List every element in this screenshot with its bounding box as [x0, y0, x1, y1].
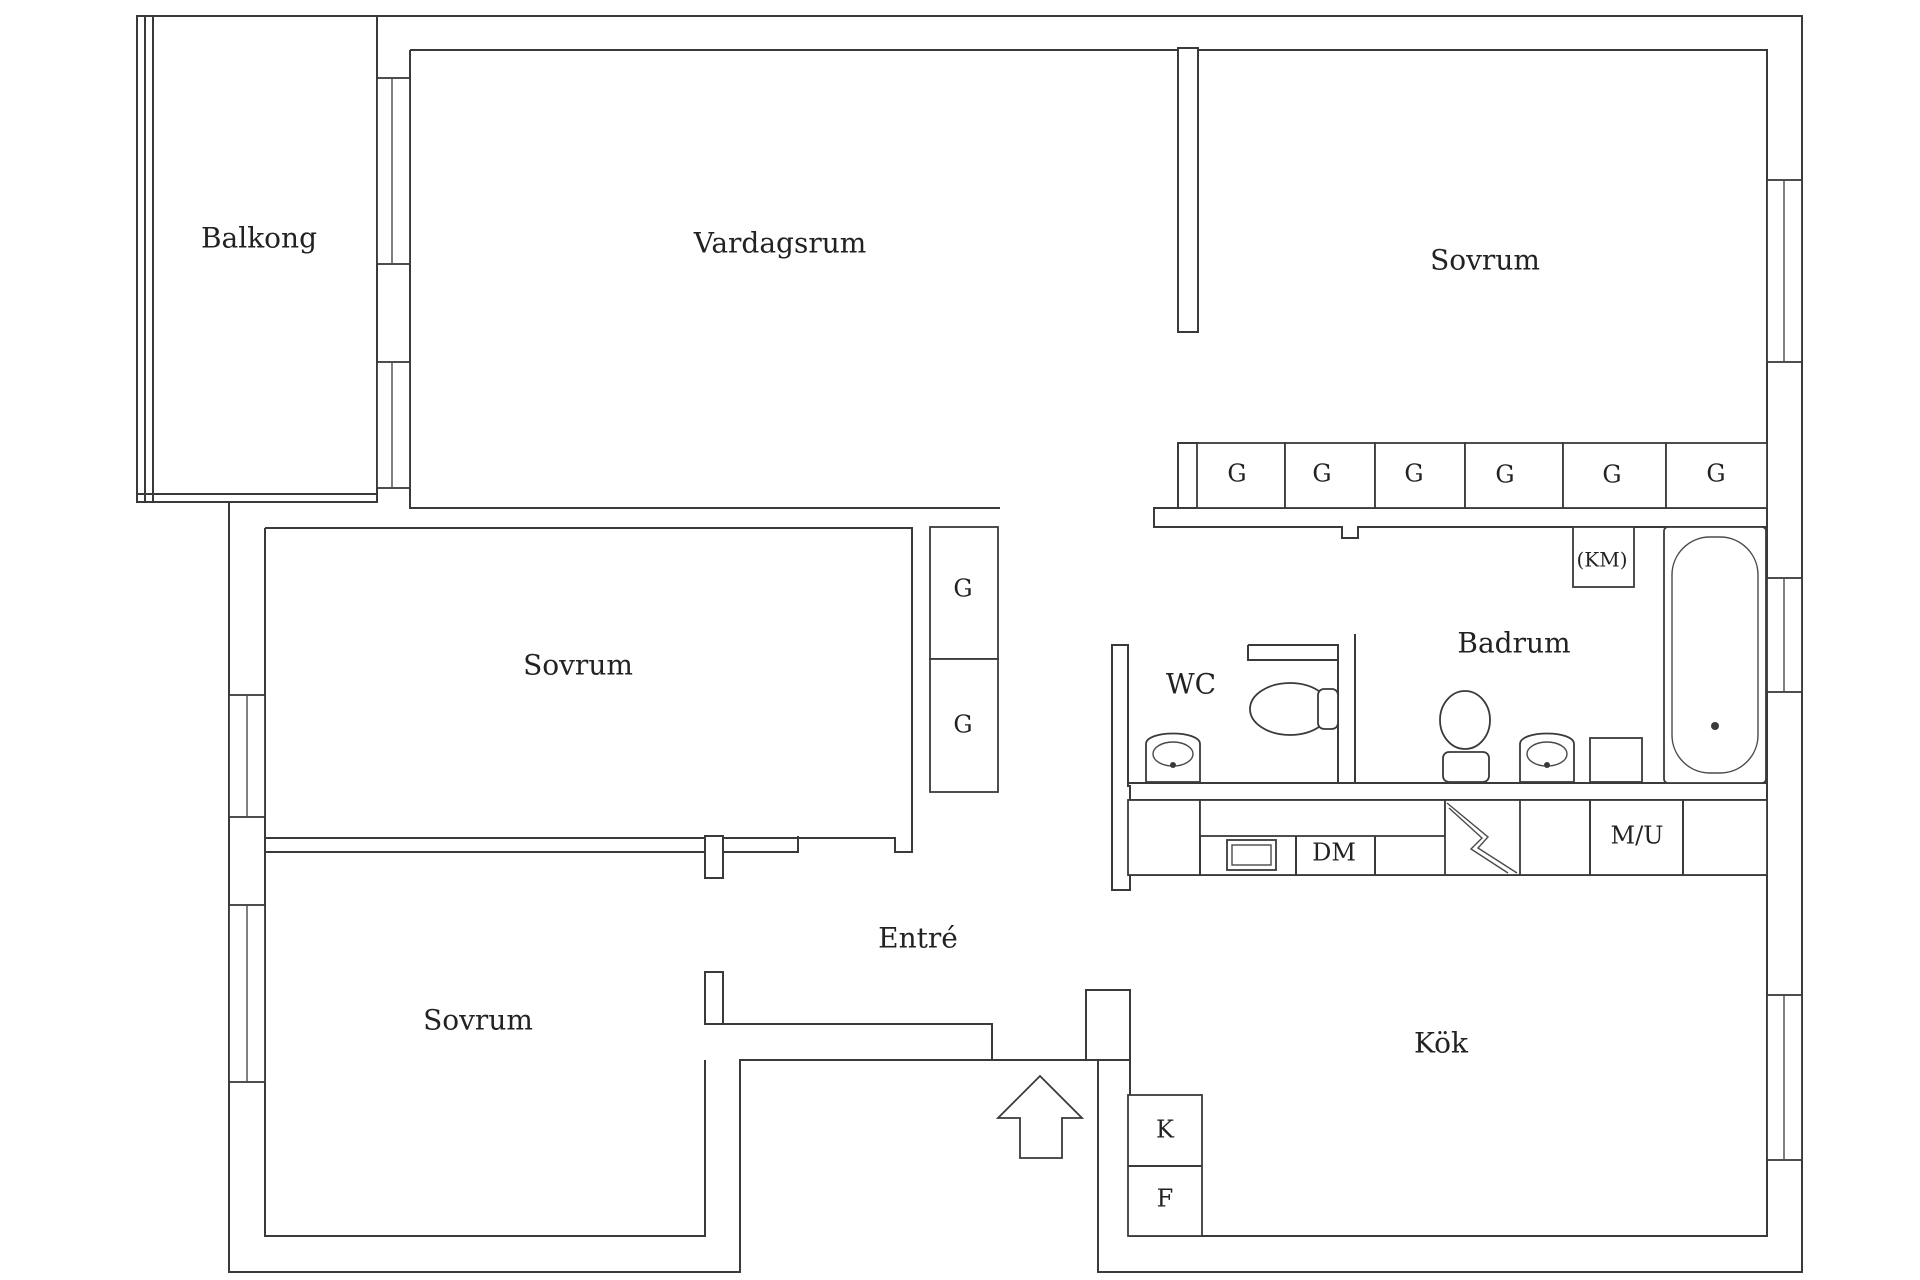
bathroom-fixtures [1145, 526, 1767, 784]
f-label: F [1157, 1185, 1174, 1213]
kitchen-counters [1127, 799, 1768, 1237]
km-label: (KM) [1576, 548, 1627, 572]
wardrobe-label: G [1227, 460, 1246, 488]
wardrobe-label: G [1602, 461, 1621, 489]
balcony [136, 15, 378, 503]
room-label-kok: Kök [1414, 1027, 1469, 1060]
room-label-wc: WC [1166, 668, 1216, 701]
wardrobe-label: G [1495, 461, 1514, 489]
bathtub [1663, 526, 1767, 784]
room-labels: Balkong Vardagsrum Sovrum Sovrum Sovrum … [201, 222, 1571, 1060]
k-label: K [1156, 1116, 1175, 1144]
wardrobes [929, 442, 1768, 793]
wardrobe-label: G [953, 711, 972, 739]
interior-walls [265, 47, 1768, 1061]
toilet-badrum [1439, 690, 1491, 750]
room-label-vardagsrum: Vardagsrum [693, 227, 867, 260]
room-label-balkong: Balkong [201, 222, 317, 255]
wardrobe-label: G [1404, 460, 1423, 488]
wardrobe-label: G [1312, 460, 1331, 488]
entrance-arrow-icon [995, 1074, 1085, 1159]
room-label-sovrum-ne: Sovrum [1430, 244, 1540, 277]
dm-label: DM [1312, 839, 1356, 867]
outer-walls [228, 15, 1803, 1273]
room-label-entre: Entré [878, 922, 958, 955]
wardrobe-label: G [953, 575, 972, 603]
room-label-sovrum-sw: Sovrum [423, 1004, 533, 1037]
mu-label: M/U [1611, 822, 1664, 850]
room-label-sovrum-w: Sovrum [523, 649, 633, 682]
room-label-badrum: Badrum [1457, 627, 1570, 660]
wardrobe-label: G [1706, 460, 1725, 488]
fixture-labels: G G G G G G G G (KM) DM M/U K F [953, 460, 1725, 1213]
